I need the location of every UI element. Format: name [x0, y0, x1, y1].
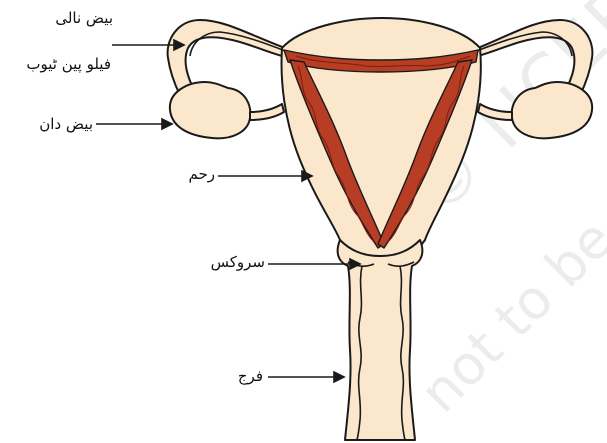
- left-fallopian-tube: [168, 20, 290, 95]
- right-ovarian-ligament: [478, 104, 512, 120]
- arrowhead-ovary: [162, 119, 172, 129]
- arrowhead-vagina: [334, 372, 344, 382]
- label-cervix: سروکس: [211, 252, 265, 272]
- right-fallopian-tube: [470, 20, 592, 95]
- left-ovary: [170, 82, 250, 138]
- cervix-vagina: [338, 240, 423, 440]
- right-ovary: [512, 82, 592, 138]
- label-uterus: رحم: [189, 164, 216, 184]
- label-fallopian-tube-line2: فیلو پین ٹیوب: [26, 54, 111, 74]
- label-ovary: بیض دان: [39, 114, 93, 134]
- label-vagina: فرج: [238, 366, 263, 386]
- left-ovarian-ligament: [250, 104, 284, 120]
- label-fallopian-tube-line1: بیض نالی: [55, 8, 113, 28]
